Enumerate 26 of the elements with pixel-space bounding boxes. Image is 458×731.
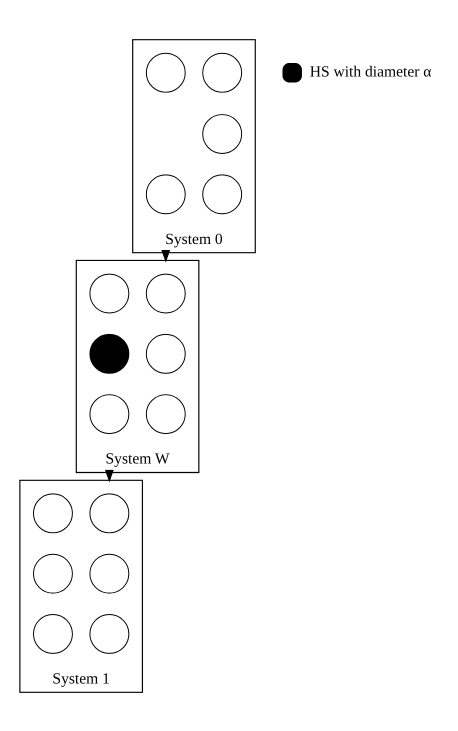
node-circle [89,394,130,434]
cluster [19,479,144,692]
node-circle [146,333,186,374]
legend-label: HS with diameter α [310,62,432,80]
node-circle [89,333,130,374]
arrow [161,250,170,262]
node-circle [202,114,242,154]
node-circle [89,492,130,533]
node-circle [89,614,130,654]
arrow [104,469,114,482]
node-circle [202,52,242,92]
node-label: System 0 [165,230,223,248]
node-circle [33,553,73,594]
node-circle [33,492,73,533]
node-label: System W [106,450,170,468]
node-circle [33,614,73,654]
node-circle [146,273,186,313]
node-circle [146,174,186,214]
node-circle [89,553,130,594]
cluster [76,259,200,473]
node-circle [202,174,242,214]
node-label: System 1 [52,670,110,687]
node-circle [89,273,130,313]
node-circle [146,394,186,434]
node-circle [146,52,186,92]
cluster [132,38,256,253]
